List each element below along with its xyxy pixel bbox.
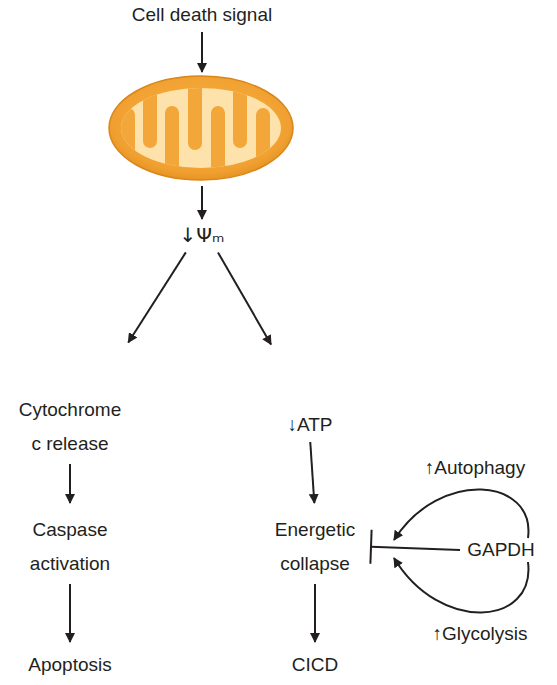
mito-arrow (201, 186, 203, 219)
arrow-connector (218, 252, 271, 344)
node-text: Apoptosis (15, 652, 125, 678)
text-node: Energetic collapse (253, 513, 377, 581)
arrow-connector (128, 252, 186, 342)
connector-line (69, 464, 71, 503)
arrow-connector (315, 584, 316, 642)
arrow-connector (70, 464, 71, 503)
text-node: Apoptosis (15, 652, 125, 678)
feedback-arrow (394, 558, 528, 613)
text-node: ↓ATP (265, 412, 355, 438)
text-node: ↓Ψₘ (167, 221, 237, 249)
node-text: ↓ATP (265, 412, 355, 438)
feedback-arrow (394, 489, 528, 540)
connector-line (128, 252, 186, 342)
text-node: CICD (270, 652, 360, 678)
node-text: GAPDH (462, 537, 540, 563)
effect-label: ↑Glycolysis (412, 622, 548, 646)
connector-line (371, 547, 460, 550)
text-node: Cell death signal (107, 2, 297, 28)
connector-line (310, 442, 314, 503)
arrow-connector (310, 442, 314, 503)
node-text: Energetic collapse (253, 513, 377, 581)
node-text: ↓Ψₘ (167, 221, 237, 249)
signal-arrow (201, 32, 203, 72)
inhibition-bar (370, 530, 371, 564)
node-text: Cytochrome c release (18, 393, 122, 461)
connector-line (314, 584, 316, 642)
inhibition-connector (370, 530, 460, 564)
text-node: Cytochrome c release (18, 393, 122, 461)
text-node: Caspase activation (8, 513, 132, 581)
effect-label: ↑Autophagy (410, 456, 540, 480)
connector-line (69, 584, 71, 642)
mitochondrion-illustration (109, 70, 293, 188)
arrow-connector (70, 584, 71, 642)
node-text: Caspase activation (8, 513, 132, 581)
text-node: GAPDH (462, 537, 540, 563)
node-text: Cell death signal (107, 2, 297, 28)
connector-line (218, 252, 271, 344)
node-text: CICD (270, 652, 360, 678)
